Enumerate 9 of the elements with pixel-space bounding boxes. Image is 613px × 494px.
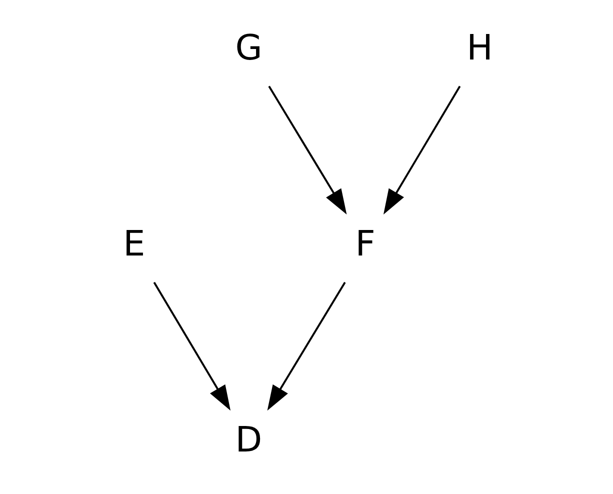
- arrow: [266, 282, 346, 411]
- arrow: [268, 86, 346, 214]
- arrow: [152, 282, 230, 411]
- node-text: H: [466, 28, 492, 68]
- node-text: F: [354, 224, 375, 265]
- node-text: D: [234, 420, 262, 461]
- node-text: E: [122, 224, 145, 265]
- node-text: G: [234, 28, 262, 68]
- arrow: [382, 86, 460, 214]
